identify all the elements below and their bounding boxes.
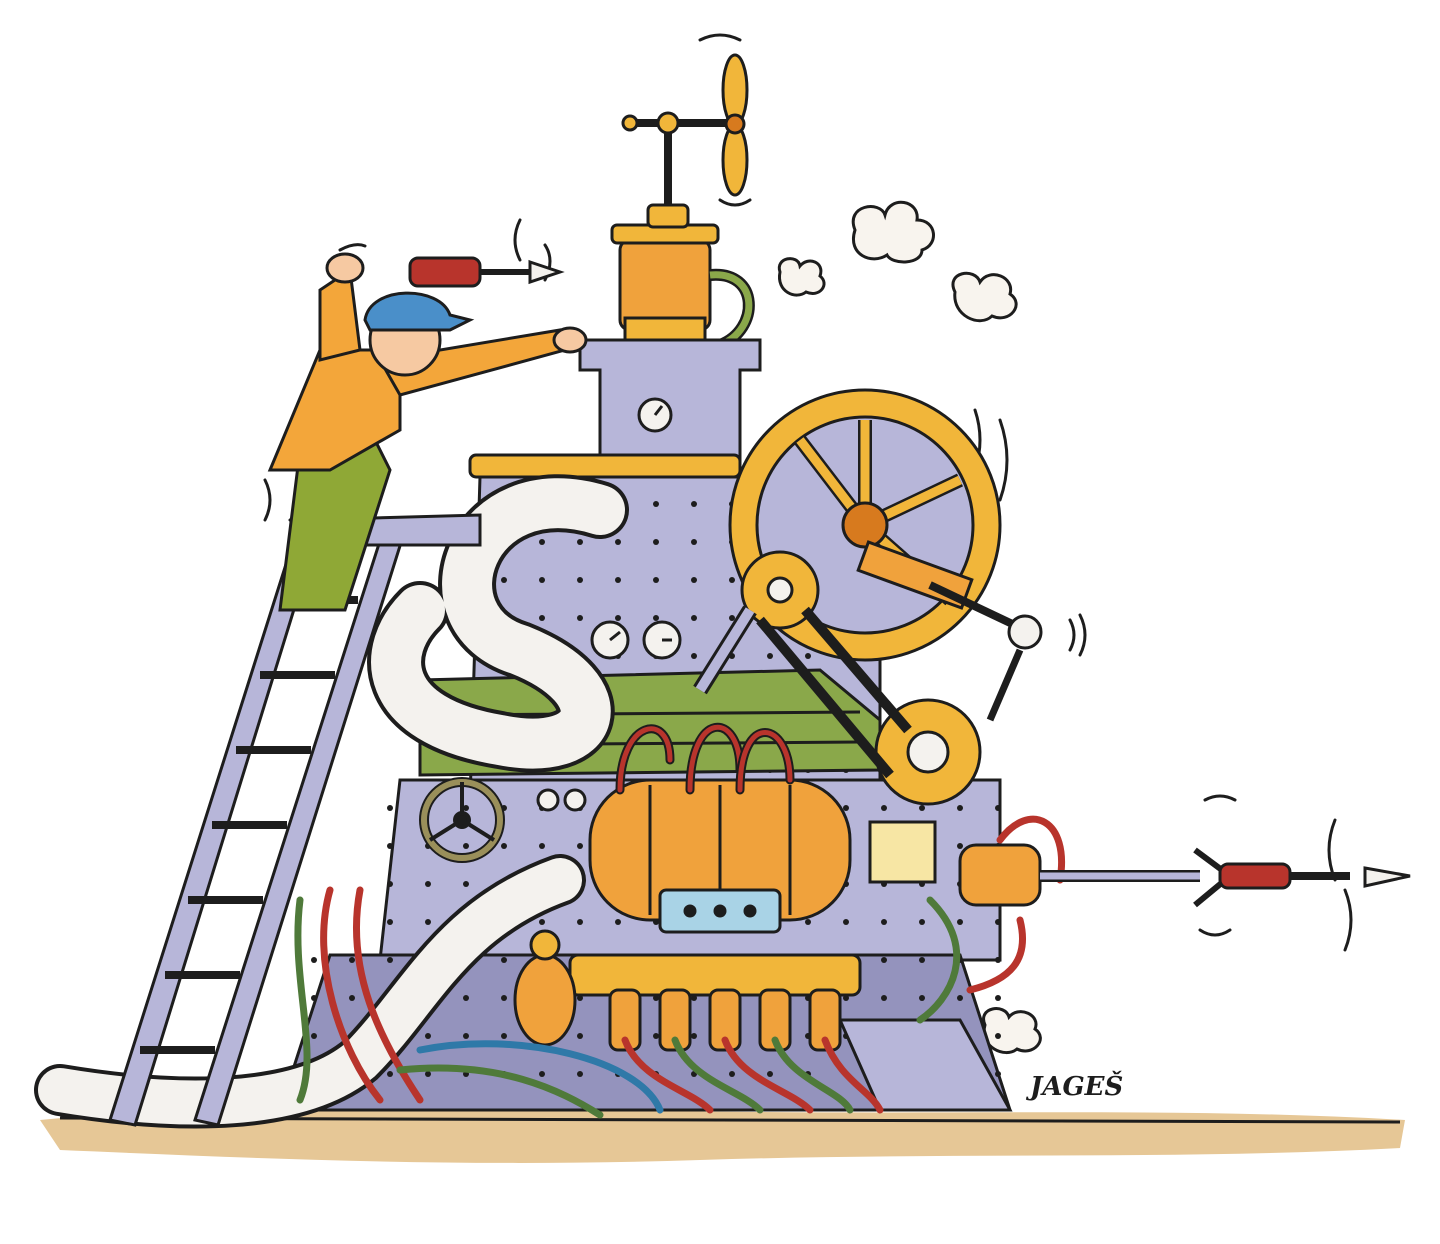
drive-belt <box>693 550 912 779</box>
wire-bundle <box>294 815 1065 1119</box>
mechanic <box>267 252 588 612</box>
connecting-rod <box>856 540 1043 722</box>
manifold <box>513 929 862 1052</box>
propeller-mast <box>621 53 749 215</box>
orange-tank <box>588 778 852 934</box>
yellow-panel <box>868 820 937 884</box>
tank-wires <box>615 722 795 795</box>
artist-signature: JAGEŠ <box>1025 1070 1123 1102</box>
drill-arm <box>958 843 1411 908</box>
top-cylinder <box>610 203 720 342</box>
pressure-gauges <box>536 397 682 812</box>
valve-wheel <box>419 777 505 863</box>
